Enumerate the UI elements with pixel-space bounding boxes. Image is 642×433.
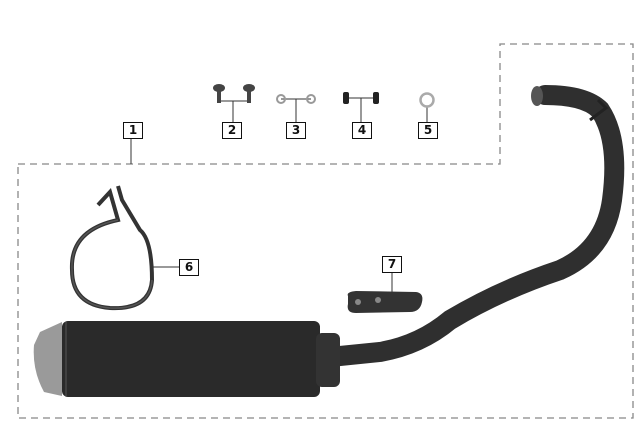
muffler-bracket-icon [69, 185, 155, 311]
muffler-icon [33, 321, 340, 397]
callout-5: 5 [418, 122, 438, 139]
callout-7: 7 [382, 256, 402, 273]
callout-1: 1 [123, 122, 143, 139]
callout-4: 4 [352, 122, 372, 139]
callout-6: 6 [179, 259, 199, 276]
bolt-pair-icon [213, 84, 255, 103]
header-pipe-icon [320, 85, 625, 367]
assembly-dashed-outline [17, 43, 634, 419]
screw-pair-icon [343, 92, 379, 104]
heat-shield-icon [347, 291, 423, 313]
callout-3: 3 [286, 122, 306, 139]
gasket-icon [419, 92, 435, 108]
washer-pair-icon [276, 94, 316, 104]
callout-2: 2 [222, 122, 242, 139]
